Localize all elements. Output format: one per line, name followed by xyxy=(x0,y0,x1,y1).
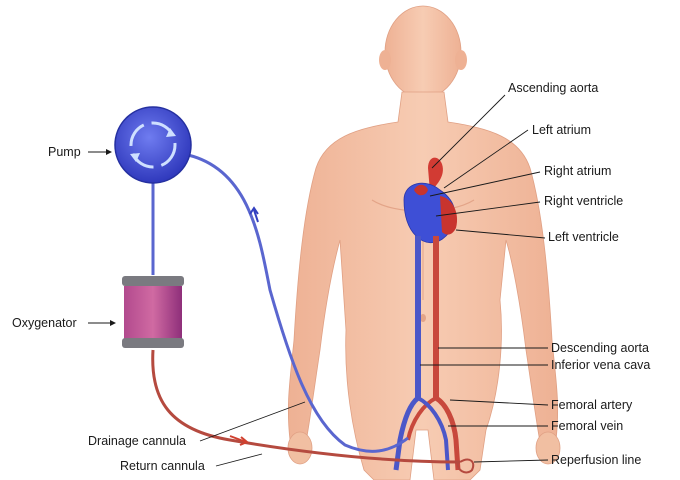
ear-right xyxy=(455,50,467,70)
label-pump: Pump xyxy=(48,145,81,159)
label-inferior-vena-cava: Inferior vena cava xyxy=(551,358,650,372)
label-femoral-vein: Femoral vein xyxy=(551,419,623,433)
label-reperfusion-line: Reperfusion line xyxy=(551,453,641,467)
oxygenator-body xyxy=(124,286,182,340)
circular-arrows-pump-icon xyxy=(115,107,191,183)
cylinder-oxygenator-icon xyxy=(122,276,184,348)
label-right-ventricle: Right ventricle xyxy=(544,194,623,208)
oxygenator-top-cap xyxy=(122,276,184,286)
label-drainage-cannula: Drainage cannula xyxy=(88,434,186,448)
label-femoral-artery: Femoral artery xyxy=(551,398,633,412)
label-descending-aorta: Descending aorta xyxy=(551,341,649,355)
label-return-cannula: Return cannula xyxy=(120,459,205,473)
label-oxygenator: Oxygenator xyxy=(12,316,77,330)
label-ascending-aorta: Ascending aorta xyxy=(508,81,598,95)
label-right-atrium: Right atrium xyxy=(544,164,611,178)
oxygenator-bottom-cap xyxy=(122,338,184,348)
ear-left xyxy=(379,50,391,70)
label-left-atrium: Left atrium xyxy=(532,123,591,137)
head xyxy=(385,6,461,98)
label-left-ventricle: Left ventricle xyxy=(548,230,619,244)
